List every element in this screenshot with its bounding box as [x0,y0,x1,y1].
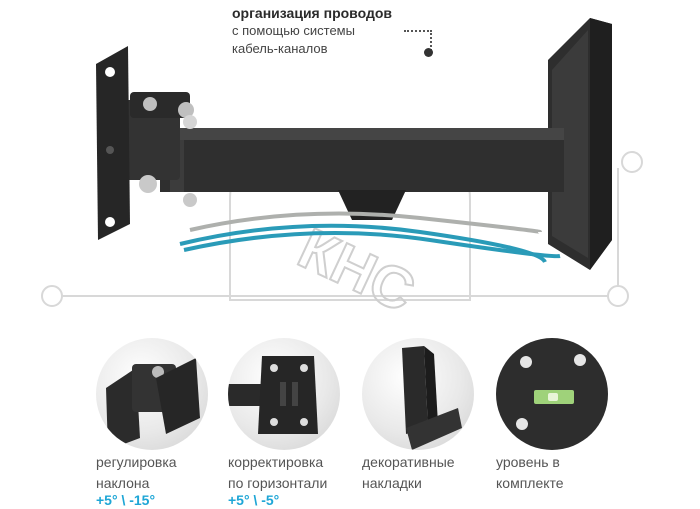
annotation-title: организация проводов [232,5,393,21]
arm [160,128,564,220]
tilt-head [118,92,197,207]
wall-plate [548,18,612,270]
feature-level-line1: уровень в [496,454,560,470]
feature-tilt: регулировка наклона +5° \ -15° [96,338,236,509]
feature-horizontal-range: +5° \ -5° [228,492,280,508]
annotation-leader [404,30,432,54]
annotation-line-2: кабель-каналов [232,41,328,56]
tilt-thumbnail [96,338,208,450]
annotation-line-1: с помощью системы [232,23,355,38]
annotation-dot [424,48,433,57]
wall-mount-bracket: КНС [41,18,643,326]
feature-horizontal: корректировка по горизонтали +5° \ -5° [228,338,368,509]
feature-level: уровень в комплекте [496,338,636,492]
feature-covers-line2: накладки [362,475,422,491]
level-thumbnail [496,338,608,450]
cables [179,211,561,264]
vesa-plate [96,46,130,240]
feature-horizontal-line1: корректировка [228,454,324,470]
covers-thumbnail [362,338,474,450]
feature-horizontal-line2: по горизонтали [228,475,328,491]
horizontal-thumbnail [228,338,340,450]
cable-annotation: организация проводов с помощью системы к… [232,4,392,58]
feature-tilt-line2: наклона [96,475,150,491]
feature-tilt-line1: регулировка [96,454,177,470]
feature-tilt-range: +5° \ -15° [96,492,156,508]
feature-covers: декоративные накладки [362,338,502,492]
feature-covers-line1: декоративные [362,454,455,470]
feature-level-line2: комплекте [496,475,564,491]
